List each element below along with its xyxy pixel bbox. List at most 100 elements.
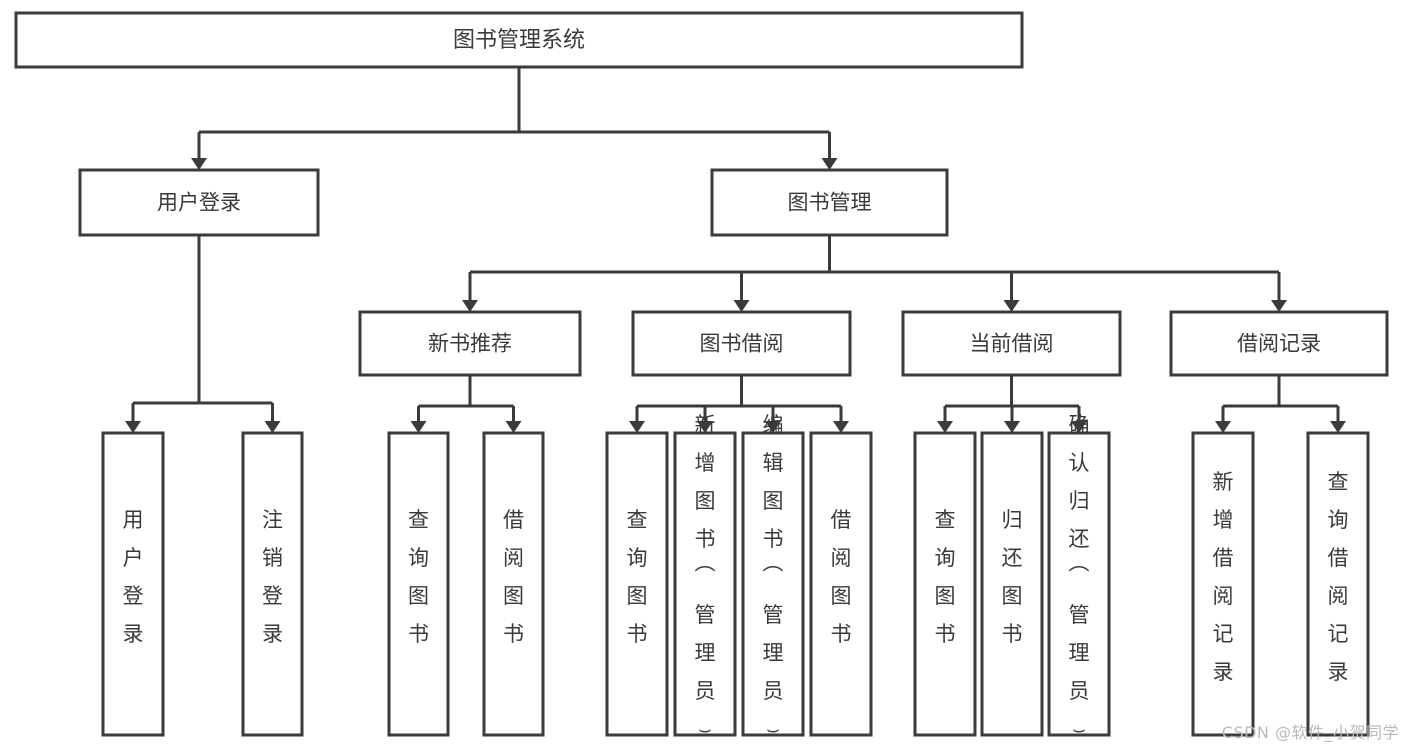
node-box[interactable] [14,11,1024,69]
node-box[interactable] [809,431,873,737]
node-label: 新增图书⌒管理员⌣ [695,413,716,741]
node-l-user-login[interactable]: 用户登录 [101,431,165,737]
node-l-query-book-3[interactable]: 查询图书 [913,431,977,737]
arrow-head-icon [629,421,645,433]
node-label: 确认归还⌒管理员⌣ [1069,413,1090,741]
arrow-head-icon [821,158,838,170]
node-label: 用户登录 [157,191,241,215]
node-label: 图书借阅 [700,332,784,356]
arrow-to-node [410,406,427,433]
arrow-to-node [833,406,849,433]
node-label: 查询图书 [935,508,956,646]
node-label: 图书管理 [788,191,872,215]
node-n-book-borrow[interactable]: 图书借阅 [631,310,852,377]
node-box[interactable] [78,168,320,237]
watermark-text: CSDN @软件_小贺同学 [1221,723,1399,742]
arrow-head-icon [1215,421,1231,433]
node-label: 查询图书 [408,508,429,646]
node-box[interactable] [1191,431,1255,737]
node-box[interactable] [710,168,949,237]
arrow-head-icon [264,421,281,433]
node-label: 新增借阅记录 [1213,470,1234,684]
arrow-to-node [462,272,478,312]
arrow-to-node [125,403,141,433]
arrow-to-node [1215,406,1231,433]
node-n-borrow-record[interactable]: 借阅记录 [1169,310,1389,377]
arrow-head-icon [1071,421,1087,433]
node-l-query-book-2[interactable]: 查询图书 [605,431,669,737]
node-box[interactable] [387,431,450,737]
node-box[interactable] [1306,431,1370,737]
node-l-return-book[interactable]: 归还图书 [980,431,1044,737]
node-l-query-record[interactable]: 查询借阅记录 [1306,431,1370,737]
arrow-head-icon [505,421,522,433]
arrow-head-icon [1003,300,1020,312]
node-box[interactable] [101,431,165,737]
node-label: 查询借阅记录 [1328,470,1349,684]
arrow-to-node [264,403,281,433]
node-l-borrow-book-1[interactable]: 借阅图书 [482,431,545,737]
arrow-head-icon [191,158,207,170]
arrow-to-node [697,406,713,433]
node-box[interactable] [1169,310,1389,377]
connector-layer [125,67,1346,433]
arrow-head-icon [733,300,750,312]
node-label: 归还图书 [1002,508,1023,646]
node-box[interactable] [980,431,1044,737]
node-l-add-book[interactable]: 新增图书⌒管理员⌣ [673,413,737,741]
node-root[interactable]: 图书管理系统 [14,11,1024,69]
arrow-to-node [1003,272,1020,312]
node-layer: 图书管理系统用户登录图书管理新书推荐图书借阅当前借阅借阅记录用户登录注销登录查询… [14,11,1389,741]
node-box[interactable] [1047,431,1111,737]
arrow-to-node [1330,406,1346,433]
node-n-new-book-rec[interactable]: 新书推荐 [358,310,582,377]
node-label: 图书管理系统 [453,28,585,53]
arrow-to-node [1071,406,1087,433]
node-l-borrow-book-2[interactable]: 借阅图书 [809,431,873,737]
arrow-head-icon [462,300,478,312]
node-box[interactable] [605,431,669,737]
node-label: 借阅图书 [503,508,524,646]
arrow-head-icon [1330,421,1346,433]
node-box[interactable] [358,310,582,377]
node-box[interactable] [482,431,545,737]
node-label: 注销登录 [262,508,283,646]
arrow-head-icon [937,421,953,433]
node-box[interactable] [901,310,1122,377]
node-label: 借阅记录 [1237,332,1321,356]
node-label: 新书推荐 [428,332,512,356]
arrow-head-icon [1004,421,1020,433]
arrow-head-icon [697,421,713,433]
node-label: 查询图书 [627,508,648,646]
node-label: 当前借阅 [970,332,1054,356]
node-label: 借阅图书 [831,508,852,646]
node-l-confirm-return[interactable]: 确认归还⌒管理员⌣ [1047,413,1111,741]
node-box[interactable] [631,310,852,377]
arrow-to-node [765,406,781,433]
node-label: 用户登录 [123,508,144,646]
arrow-to-node [629,406,645,433]
node-l-query-book-1[interactable]: 查询图书 [387,431,450,737]
node-n-user-login[interactable]: 用户登录 [78,168,320,237]
arrow-head-icon [1271,300,1287,312]
node-l-edit-book[interactable]: 编辑图书⌒管理员⌣ [741,413,805,741]
node-label: 编辑图书⌒管理员⌣ [763,413,784,741]
arrow-head-icon [410,421,427,433]
arrow-to-node [505,406,522,433]
node-l-user-logout[interactable]: 注销登录 [241,431,304,737]
node-box[interactable] [913,431,977,737]
arrow-head-icon [125,421,141,433]
arrow-head-icon [833,421,849,433]
node-l-add-record[interactable]: 新增借阅记录 [1191,431,1255,737]
node-n-book-mgmt[interactable]: 图书管理 [710,168,949,237]
arrow-to-node [1004,406,1020,433]
node-box[interactable] [673,431,737,737]
arrow-to-node [821,132,838,170]
node-n-current-borrow[interactable]: 当前借阅 [901,310,1122,377]
node-box[interactable] [241,431,304,737]
arrow-head-icon [765,421,781,433]
arrow-to-node [733,272,750,312]
arrow-to-node [191,132,207,170]
node-box[interactable] [741,431,805,737]
